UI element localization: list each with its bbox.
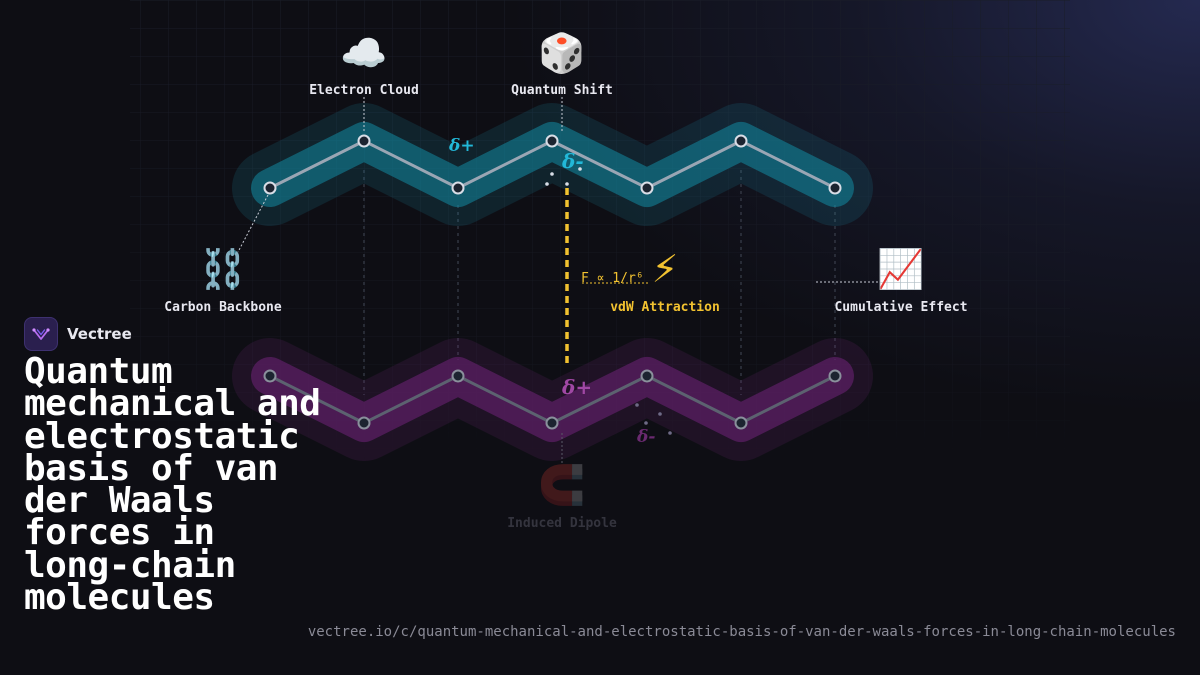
charge-bottom-plus: δ+ xyxy=(561,375,592,399)
charge-top-plus: δ+ xyxy=(448,136,475,156)
label-carbon-backbone: Carbon Backbone xyxy=(164,300,282,315)
top-atom xyxy=(545,134,559,148)
charge-top-minus: δ- xyxy=(561,149,584,173)
force-formula: F ∝ 1/r⁶ xyxy=(581,271,644,286)
dice-icon: 🎲 xyxy=(538,31,586,75)
top-atom xyxy=(734,134,748,148)
label-quantum-shift: Quantum Shift xyxy=(511,83,613,98)
vectree-logo-icon xyxy=(24,317,58,351)
leader-lines xyxy=(237,97,880,465)
top-atom xyxy=(357,134,371,148)
bottom-atom xyxy=(734,416,748,430)
bottom-molecule-chain xyxy=(232,338,873,461)
label-induced-dipole: Induced Dipole xyxy=(507,516,617,531)
bottom-atom xyxy=(828,369,842,383)
top-molecule-chain xyxy=(232,103,873,226)
bottom-chain-atoms xyxy=(263,369,842,430)
bottom-electron-dots xyxy=(635,403,672,435)
magnet-icon: 🧲 xyxy=(538,463,586,507)
top-atom xyxy=(451,181,465,195)
electron-cloud-icon: ☁️ xyxy=(340,31,388,75)
top-electron-dots xyxy=(545,167,582,186)
charge-bottom-minus: δ- xyxy=(636,427,655,447)
alignment-guides xyxy=(363,170,836,395)
page-title: Quantum mechanical and electrostatic bas… xyxy=(24,351,321,619)
top-atom xyxy=(263,181,277,195)
bottom-atom xyxy=(263,369,277,383)
label-vdw-attraction: vdW Attraction xyxy=(610,300,720,315)
brand[interactable]: Vectree xyxy=(24,317,132,351)
bottom-atom xyxy=(640,369,654,383)
label-cumulative-effect: Cumulative Effect xyxy=(834,300,968,315)
brand-name: Vectree xyxy=(67,325,132,343)
bottom-atom xyxy=(357,416,371,430)
label-electron-cloud: Electron Cloud xyxy=(309,83,419,98)
chart-increasing-icon: 📈 xyxy=(877,247,925,291)
top-atom xyxy=(828,181,842,195)
chain-link-icon: ⛓️ xyxy=(199,247,247,291)
bottom-atom xyxy=(451,369,465,383)
top-atom xyxy=(640,181,654,195)
lightning-icon: ⚡ xyxy=(651,247,679,291)
page-url[interactable]: vectree.io/c/quantum-mechanical-and-elec… xyxy=(307,624,1176,640)
top-chain-atoms xyxy=(263,134,842,195)
bottom-atom xyxy=(545,416,559,430)
